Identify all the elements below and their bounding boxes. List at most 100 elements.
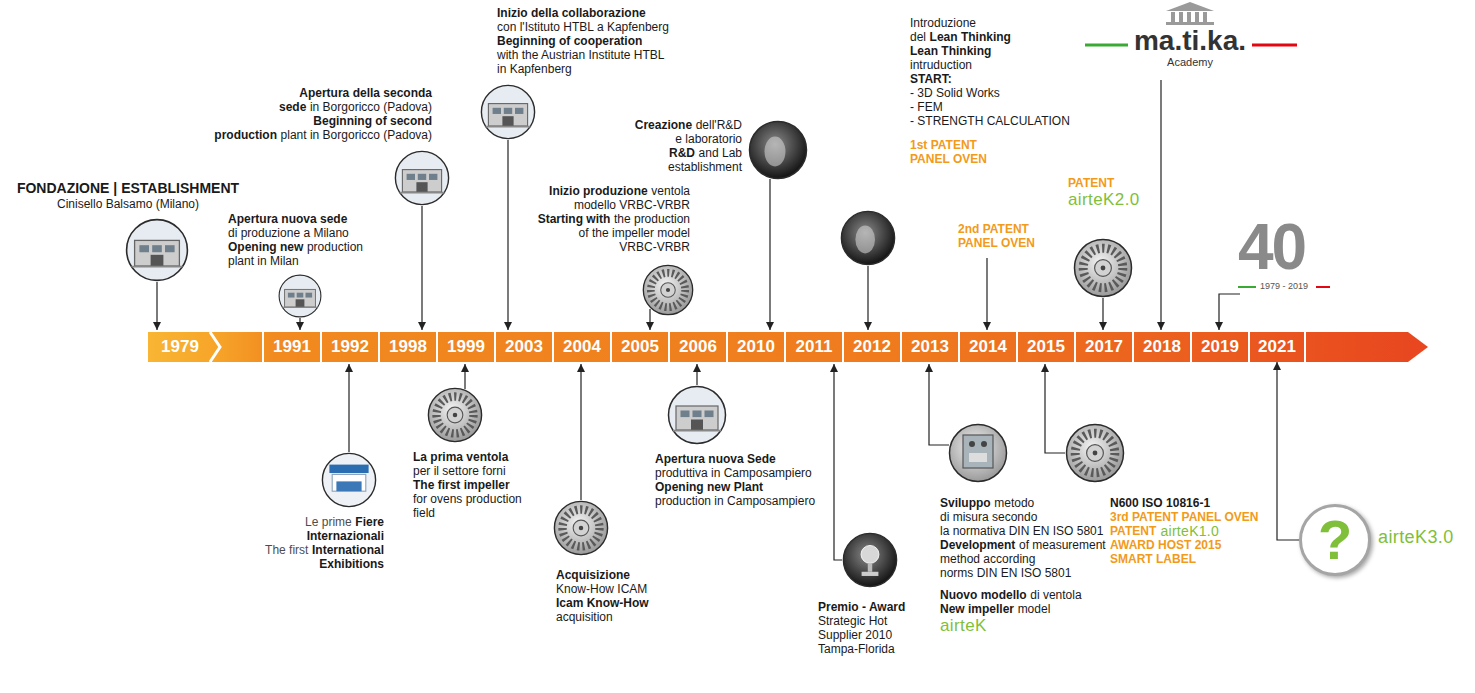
question-circle: ? <box>1299 504 1371 576</box>
text-line: PATENTairteK1.0 <box>1110 524 1258 538</box>
text-line: Introduzione <box>910 16 1070 30</box>
text-line: Apertura nuova sede <box>228 212 363 226</box>
event-text-line: Internazionali <box>307 529 384 543</box>
year-box: 2005 <box>610 332 668 362</box>
text-line: airteK <box>940 616 1082 636</box>
text-line: di misura secondo <box>940 510 1106 524</box>
event-text-line: Lean Thinking <box>930 30 1011 44</box>
text-line: acquisition <box>556 610 649 624</box>
event-text-block: Apertura nuova sededi produzione a Milan… <box>228 212 363 268</box>
event-text-line: in Kapfenberg <box>497 62 572 76</box>
event-text-block: Premio - AwardStrategic HotSupplier 2010… <box>818 600 905 656</box>
text-line: Beginning of cooperation <box>497 34 669 48</box>
product-logo-text: airteK2.0 <box>1068 190 1140 210</box>
event-text-line: di misura secondo <box>940 510 1037 524</box>
event-text-line: e laboratorio <box>675 132 742 146</box>
text-line: con l'Istituto HTBL a Kapfenberg <box>497 20 669 34</box>
event-text-block: Creazionedell'R&De laboratorioR&Dand Lab… <box>635 118 742 174</box>
event-text-line: International <box>312 543 384 557</box>
year-box: 1991 <box>262 332 320 362</box>
product-logo-text: airteK1.0 <box>1160 524 1219 538</box>
event-text-line: la normativa DIN EN ISO 5801 <box>940 524 1103 538</box>
anniversary-logo-text: 1979 - 2019 <box>1260 281 1308 292</box>
event-text-line: Starting with <box>538 212 611 226</box>
academy-logo-text: Academy <box>1167 56 1213 69</box>
event-text-line: Opening new <box>228 240 303 254</box>
year-number: 1992 <box>331 337 369 357</box>
year-box: 1992 <box>320 332 378 362</box>
event-text-block: 40 <box>1238 214 1305 280</box>
text-line: of the impeller model <box>538 226 690 240</box>
event-text-line: production in Camposampiero <box>655 494 815 508</box>
text-line: 1st PATENT <box>910 138 987 152</box>
text-line: SMART LABEL <box>1110 552 1258 566</box>
year-box: 2015 <box>1016 332 1074 362</box>
product-logo-text: airteK <box>940 616 987 636</box>
event-text-block: 2nd PATENTPANEL OVEN <box>958 222 1035 250</box>
event-text-line: con l'Istituto HTBL a Kapfenberg <box>497 20 669 34</box>
event-text-line: Supplier 2010 <box>818 628 892 642</box>
year-number: 2010 <box>737 337 775 357</box>
text-line: establishment <box>635 160 742 174</box>
text-line: airteK3.0 <box>1378 526 1454 548</box>
text-line: Starting withthe production <box>538 212 690 226</box>
event-text-line: produttiva in Camposampiero <box>655 466 812 480</box>
text-line: Apertura della seconda <box>214 86 432 100</box>
event-text-block: FONDAZIONE | ESTABLISHMENTCinisello Bals… <box>8 180 248 211</box>
event-text-line: Strategic Hot <box>818 614 887 628</box>
year-box: 2019 <box>1190 332 1248 362</box>
event-text-line: norms DIN EN ISO 5801 <box>940 566 1071 580</box>
text-line: Icam Know-How <box>556 596 649 610</box>
event-text-block: Le primeFiereInternazionaliThe firstInte… <box>265 515 384 571</box>
year-box: 1979 <box>150 332 210 362</box>
event-text-line: intruduction <box>910 58 972 72</box>
event-text-line: Beginning of second <box>313 114 432 128</box>
year-number: 2005 <box>621 337 659 357</box>
event-text-line: Apertura della seconda <box>299 86 432 100</box>
event-text-line: Nuovo modello <box>940 588 1027 602</box>
event-text-line: - FEM <box>910 100 943 114</box>
year-box: 1999 <box>436 332 494 362</box>
event-text-line: metodo <box>994 496 1034 510</box>
patent-note: PANEL OVEN <box>958 236 1035 250</box>
event-text-line: establishment <box>668 160 742 174</box>
event-text-line: acquisition <box>556 610 613 624</box>
text-line: La prima ventola <box>413 450 522 464</box>
text-line: START: <box>910 72 1070 86</box>
text-line: modello VRBC-VRBR <box>538 198 690 212</box>
text-line: Inizio produzioneventola <box>538 184 690 198</box>
text-line: R&Dand Lab <box>635 146 742 160</box>
event-text-block: 1979 - 2019 <box>1260 281 1308 295</box>
text-line: e laboratorio <box>635 132 742 146</box>
text-line: 2nd PATENT <box>958 222 1035 236</box>
event-text-line: di ventola <box>1030 588 1081 602</box>
text-line: intruduction <box>910 58 1070 72</box>
event-text-block: Inizio della collaborazionecon l'Istitut… <box>497 6 669 76</box>
year-box: 2013 <box>900 332 958 362</box>
text-line: delLean Thinking <box>910 30 1070 44</box>
text-line: Opening new Plant <box>655 480 815 494</box>
event-text-line: - 3D Solid Works <box>910 86 1000 100</box>
event-text-line: Premio - Award <box>818 600 905 614</box>
text-line: 3rd PATENT PANEL OVEN <box>1110 510 1258 524</box>
year-number: 2018 <box>1143 337 1181 357</box>
year-box: 2011 <box>784 332 842 362</box>
text-line: PATENT <box>1068 176 1140 190</box>
event-text-line: for ovens production <box>413 492 522 506</box>
text-line: sedein Borgoricco (Padova) <box>214 100 432 114</box>
question-mark: ? <box>1318 510 1352 570</box>
text-line: 40 <box>1238 214 1305 280</box>
event-text-line: per il settore forni <box>413 464 506 478</box>
patent-note: PANEL OVEN <box>910 152 987 166</box>
year-number: 2012 <box>853 337 891 357</box>
event-text-line: in Borgoricco (Padova) <box>310 100 432 114</box>
patent-note: SMART LABEL <box>1110 552 1196 566</box>
text-line: la normativa DIN EN ISO 5801 <box>940 524 1106 538</box>
event-text-block: AcquisizioneKnow-How ICAMIcam Know-Howac… <box>556 568 649 624</box>
event-text-line: of measurement <box>1019 538 1106 552</box>
text-line: Acquisizione <box>556 568 649 582</box>
text-line: - STRENGTH CALCULATION <box>910 114 1070 128</box>
event-text-line: dell'R&D <box>696 118 742 132</box>
product-logo-text: airteK3.0 <box>1378 526 1454 548</box>
patent-note: AWARD HOST 2015 <box>1110 538 1221 552</box>
